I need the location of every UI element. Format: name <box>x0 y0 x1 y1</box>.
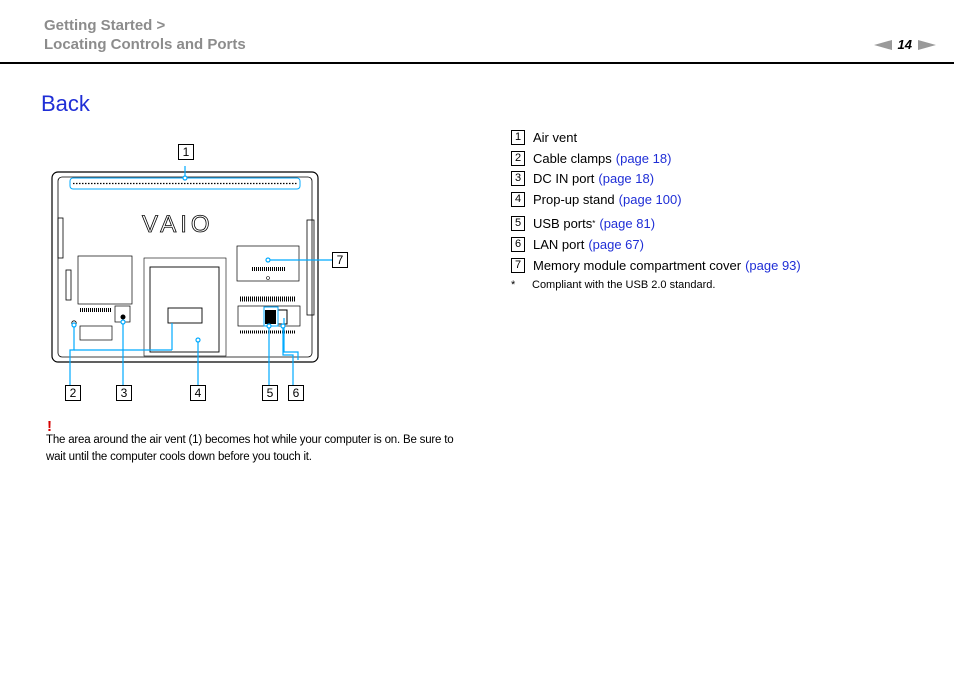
callout-1: 1 <box>178 144 194 160</box>
legend-item-cable-clamps: 2 Cable clamps (page 18) <box>511 151 671 166</box>
page-navigation: 14 <box>873 37 936 52</box>
legend-label: LAN port <box>533 237 585 252</box>
legend-label: Air vent <box>533 130 578 145</box>
legend-label: Cable clamps <box>533 151 612 166</box>
legend-label: Prop-up stand <box>533 192 615 207</box>
header-divider <box>0 62 954 64</box>
legend-item-lan-port: 6 LAN port (page 67) <box>511 237 644 252</box>
page-link[interactable]: (page 93) <box>745 258 801 273</box>
vaio-logo: VAIO <box>142 211 214 238</box>
footnote-mark: * <box>511 279 516 291</box>
callout-5: 5 <box>262 385 278 401</box>
legend-number: 2 <box>511 151 525 166</box>
next-page-arrow-icon[interactable] <box>918 39 936 50</box>
legend-number: 5 <box>511 216 525 231</box>
breadcrumb: Getting Started > Locating Controls and … <box>44 16 246 54</box>
callout-7: 7 <box>332 252 348 268</box>
legend-number: 1 <box>511 130 525 145</box>
legend-item-memory-cover: 7 Memory module compartment cover (page … <box>511 258 801 273</box>
warning-text: The area around the air vent (1) becomes… <box>46 434 454 463</box>
legend-item-dc-in-port: 3 DC IN port (page 18) <box>511 171 654 186</box>
page-number: 14 <box>897 37 912 52</box>
footnote-text: Compliant with the USB 2.0 standard. <box>532 279 716 291</box>
page-link[interactable]: (page 67) <box>588 237 644 252</box>
legend-item-air-vent: 1 Air vent <box>511 130 577 145</box>
legend-number: 4 <box>511 192 525 207</box>
breadcrumb-parent[interactable]: Getting Started > <box>44 17 166 34</box>
legend-item-prop-up-stand: 4 Prop-up stand (page 100) <box>511 192 682 207</box>
callout-3: 3 <box>116 385 132 401</box>
warning-icon: ! <box>47 418 52 435</box>
footnote: * Compliant with the USB 2.0 standard. <box>511 279 715 291</box>
page-link[interactable]: (page 81) <box>599 216 656 231</box>
section-title: Back <box>41 91 90 116</box>
page-link[interactable]: (page 100) <box>618 192 682 207</box>
legend-label: DC IN port <box>533 171 595 186</box>
callout-2: 2 <box>65 385 81 401</box>
callout-4: 4 <box>190 385 206 401</box>
legend-label: Memory module compartment cover <box>533 258 742 273</box>
legend-number: 7 <box>511 258 525 273</box>
previous-page-arrow-icon[interactable] <box>873 39 892 50</box>
legend-number: 3 <box>511 171 525 186</box>
back-panel-diagram: VAIO <box>40 140 348 410</box>
page-link[interactable]: (page 18) <box>598 171 655 186</box>
computer-back-illustration: VAIO <box>51 166 332 385</box>
callout-6: 6 <box>288 385 304 401</box>
breadcrumb-current[interactable]: Locating Controls and Ports <box>44 36 246 53</box>
legend-label: USB ports <box>533 216 593 231</box>
page-link[interactable]: (page 18) <box>615 151 672 166</box>
legend-number: 6 <box>511 237 525 252</box>
footnote-marker: * <box>592 219 596 228</box>
legend-item-usb-ports: 5 USB ports * (page 81) <box>511 216 655 231</box>
